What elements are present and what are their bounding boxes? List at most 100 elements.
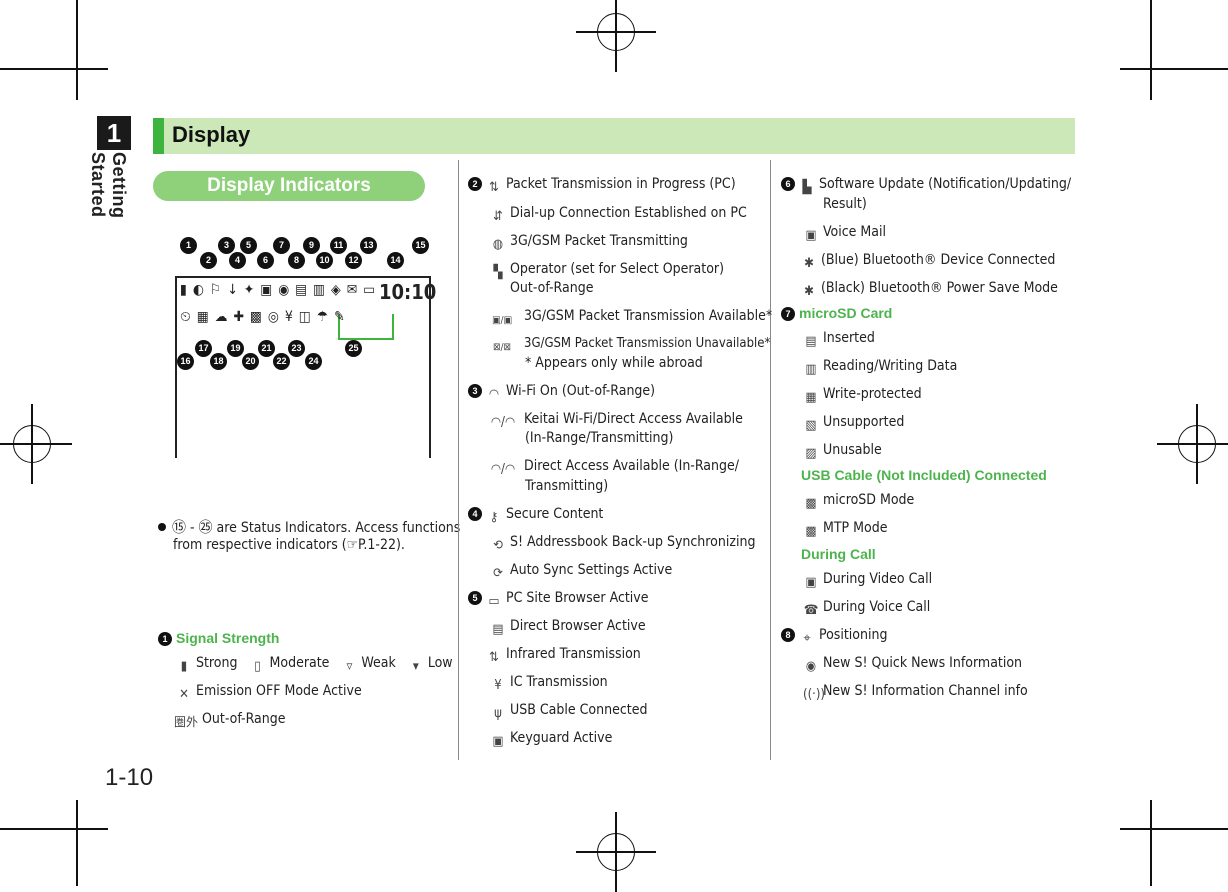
diagram-label: 1	[180, 237, 197, 254]
list-item: ▣During Video Call	[803, 571, 932, 591]
list-item: ▣Keyguard Active	[490, 730, 612, 750]
list-item: ▣/▣3G/GSM Packet Transmission Available*	[484, 308, 772, 329]
diagram-label: 7	[273, 237, 290, 254]
software-update-icon: ▙	[802, 180, 812, 195]
list-heading: During Call	[801, 546, 876, 562]
diagram-label: 6	[257, 252, 274, 269]
video-call-icon: ▣	[805, 575, 817, 590]
diagram-label: 11	[330, 237, 347, 254]
list-item: 4 ⚷Secure Content	[468, 506, 603, 526]
diagram-label: 2	[200, 252, 217, 269]
list-item: 8 ⌖Positioning	[781, 627, 887, 647]
list-item: 3 ◠Wi-Fi On (Out-of-Range)	[468, 383, 655, 403]
diagram-label: 14	[387, 252, 404, 269]
list-item: ¥IC Transmission	[490, 674, 607, 694]
diagram-label: 15	[412, 237, 429, 254]
crop-mark	[1120, 828, 1228, 830]
antenna-icon: ▮	[180, 659, 188, 674]
section-title: Display	[172, 122, 251, 147]
bullet-icon	[158, 523, 166, 531]
voice-call-icon: ☎	[803, 603, 819, 618]
list-item: Transmitting)	[525, 478, 609, 494]
out-of-range-icon: 圏外	[174, 715, 199, 729]
globe-icon: ◍	[492, 237, 504, 252]
mtp-icon: ▩	[805, 524, 817, 539]
sd-icon: ▧	[805, 418, 817, 433]
diagram-label: 3	[218, 237, 235, 254]
list-item: ▩microSD Mode	[803, 492, 914, 512]
list-heading: USB Cable (Not Included) Connected	[801, 467, 1047, 483]
key-icon: ⚷	[489, 510, 499, 525]
auto-sync-icon: ⟳	[493, 566, 503, 581]
list-item: ✱(Blue) Bluetooth® Device Connected	[801, 252, 1055, 272]
antenna-off-icon: ✕	[179, 687, 189, 702]
list-item: ▤Inserted	[803, 330, 874, 350]
sync-icon: ⟲	[493, 538, 503, 553]
status-icons-row1: ▮ ◐ ⚐ ↓ ✦ ▣ ◉ ▤ ▥ ◈ ✉ ▭	[180, 282, 377, 298]
crop-mark	[1120, 68, 1228, 70]
clock: 10:10	[379, 280, 437, 304]
diagram-label: 22	[273, 353, 290, 370]
list-item: ◠/◠Keitai Wi-Fi/Direct Access Available	[486, 411, 743, 431]
diagram-label: 10	[316, 252, 333, 269]
dialup-icon: ⇵	[493, 209, 503, 224]
chapter-number: 1	[97, 116, 131, 150]
note-line: from respective indicators (☞P.1-22).	[173, 537, 405, 553]
status-icons-row2: ⏲ ▦ ☁ ✚ ▩ ◎ ¥ ◫ ☂ ✎	[180, 309, 346, 325]
crop-mark	[0, 68, 108, 70]
registration-mark	[0, 404, 72, 484]
quick-news-icon: ◉	[805, 659, 817, 674]
wifi-icon: ◠	[488, 387, 500, 402]
phone-screen: ▮ ◐ ⚐ ↓ ✦ ▣ ◉ ▤ ▥ ◈ ✉ ▭ 10:10 ⏲ ▦ ☁ ✚ ▩ …	[175, 276, 436, 458]
list-item: ▧Unsupported	[803, 414, 904, 434]
list-item: 6 ▙Software Update (Notification/Updatin…	[781, 176, 1071, 196]
pc-browser-icon: ▭	[488, 594, 500, 609]
diagram-label: 8	[288, 252, 305, 269]
list-item: 5 ▭PC Site Browser Active	[468, 590, 649, 610]
sd-icon: ▥	[805, 362, 817, 377]
list-item: ◍3G/GSM Packet Transmitting	[490, 233, 688, 253]
usb-icon: ψ	[494, 706, 502, 721]
diagram-label: 24	[305, 353, 322, 370]
list-item: ✱(Black) Bluetooth® Power Save Mode	[801, 280, 1058, 300]
list-item: ☎During Voice Call	[803, 599, 931, 618]
diagram-label: 16	[177, 353, 194, 370]
list-item: ▤Direct Browser Active	[490, 618, 645, 638]
list-item: ▩MTP Mode	[803, 520, 887, 540]
packet-icon: ⇅	[489, 180, 499, 195]
list-item: ▣Voice Mail	[803, 224, 886, 244]
crop-mark	[0, 828, 108, 830]
usb-sd-icon: ▩	[805, 496, 817, 511]
list-item: ▥Reading/Writing Data	[803, 358, 957, 378]
list-item: ◉New S! Quick News Information	[803, 655, 1022, 675]
crop-mark	[76, 800, 78, 886]
info-channel-icon: ((·))	[803, 687, 825, 702]
crop-mark	[1150, 800, 1152, 886]
bluetooth-icon: ✱	[804, 256, 814, 271]
list-heading: 7 microSD Card	[781, 305, 892, 322]
signal-levels: ▮Strong ▯Moderate ▿Weak ▾Low	[176, 655, 453, 675]
diagram-label: 23	[288, 340, 305, 357]
bluetooth-icon: ✱	[804, 284, 814, 299]
column-divider	[770, 160, 771, 760]
number-badge: 1	[158, 632, 172, 646]
voicemail-icon: ▣	[805, 228, 817, 243]
sd-icon: ▨	[805, 446, 817, 461]
list-item: ⟲S! Addressbook Back-up Synchronizing	[490, 534, 755, 554]
antenna-icon: ▾	[412, 659, 419, 674]
diagram-label: 25	[345, 340, 362, 357]
direct-browser-icon: ▤	[492, 622, 504, 637]
diagram-label: 13	[360, 237, 377, 254]
page-number: 1-10	[105, 764, 154, 791]
positioning-icon: ⌖	[803, 631, 811, 646]
list-item: ▦Write-protected	[803, 386, 921, 406]
list-item: ◠/◠Direct Access Available (In-Range/	[486, 458, 739, 478]
list-item: ▚Operator (set for Select Operator)	[490, 261, 725, 281]
diagram-label: 19	[227, 340, 244, 357]
wifi-icon: ◠/◠	[490, 415, 516, 430]
wifi-icon: ◠/◠	[490, 462, 516, 477]
crop-mark	[1150, 0, 1152, 100]
ic-icon: ¥	[494, 678, 502, 693]
